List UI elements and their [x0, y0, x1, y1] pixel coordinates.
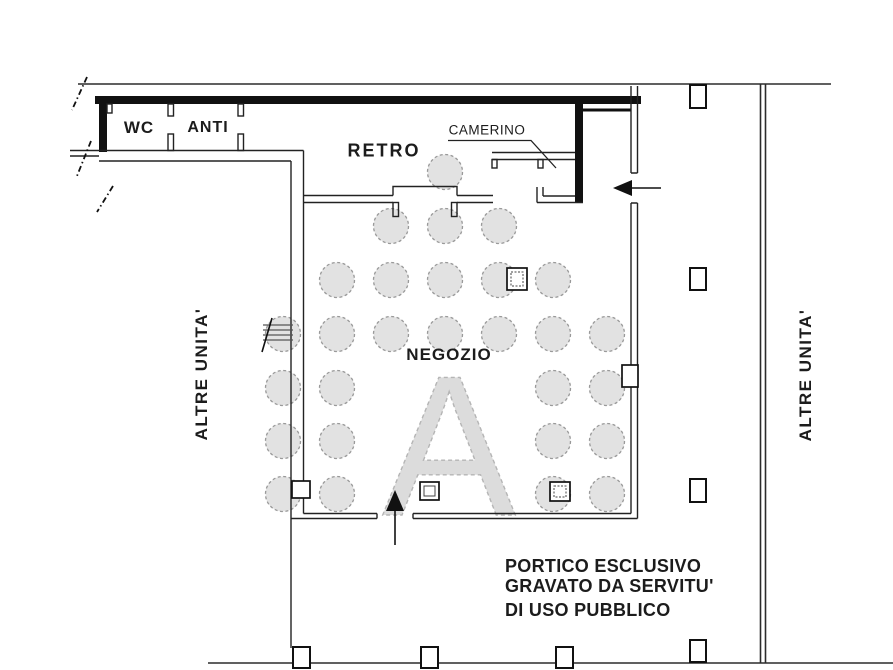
front-entrance-arrow — [386, 490, 404, 545]
side-label-altre-unita-right: ALTRE UNITA' — [796, 308, 815, 442]
table-circle — [372, 207, 410, 245]
cabinets-group — [291, 267, 639, 502]
pillar — [689, 639, 707, 663]
room-label-camerino: CAMERINO — [448, 122, 526, 138]
portico-note-line1: PORTICO ESCLUSIVO — [505, 556, 702, 576]
cabinet — [419, 481, 440, 501]
table-circle — [318, 422, 356, 460]
table-circle — [534, 369, 572, 407]
cabinet-inner-detail — [510, 271, 524, 287]
table-circle — [588, 369, 626, 407]
pillar — [689, 478, 707, 503]
table-circle — [264, 422, 302, 460]
table-circle — [534, 422, 572, 460]
table-circle — [318, 369, 356, 407]
table-circle — [534, 315, 572, 353]
thick-walls — [95, 96, 641, 203]
cabinet-inner-detail — [553, 485, 567, 498]
pillar — [420, 646, 439, 669]
portico-note-line2: GRAVATO DA SERVITU' — [505, 576, 714, 596]
cabinet-inner-detail — [423, 485, 436, 497]
room-label-wc: WC — [123, 118, 155, 137]
cabinet — [506, 267, 528, 291]
table-circle — [480, 315, 518, 353]
side-label-altre-unita-left: ALTRE UNITA' — [192, 307, 211, 441]
door-detail — [261, 317, 293, 353]
table-circle — [480, 207, 518, 245]
table-circle — [588, 422, 626, 460]
table-circle — [426, 207, 464, 245]
table-circle — [372, 261, 410, 299]
table-circle — [588, 475, 626, 513]
room-label-negozio: NEGOZIO — [406, 345, 492, 364]
table-circle — [534, 261, 572, 299]
table-circle — [372, 315, 410, 353]
pillar — [555, 646, 574, 669]
table-circle — [264, 369, 302, 407]
table-circle — [318, 315, 356, 353]
cabinet — [291, 480, 311, 499]
pillar — [689, 267, 707, 291]
room-label-anti: ANTI — [187, 119, 229, 136]
camerino-leader-line — [448, 139, 557, 169]
table-circle — [588, 315, 626, 353]
table-circle — [318, 261, 356, 299]
cabinet — [549, 481, 571, 502]
portico-note-line3: DI USO PUBBLICO — [505, 600, 671, 620]
side-entrance-arrow — [613, 180, 661, 196]
pillar — [689, 84, 707, 109]
unit-letter-A: A — [382, 335, 516, 558]
tables-group — [264, 153, 626, 513]
pillars-group — [292, 84, 707, 669]
table-circle — [426, 315, 464, 353]
pillar — [292, 646, 311, 669]
table-circle — [426, 261, 464, 299]
table-circle — [426, 153, 464, 191]
cabinet — [621, 364, 639, 388]
interior-walls — [70, 86, 639, 648]
break-marks — [71, 76, 114, 213]
table-circle — [318, 475, 356, 513]
room-label-retro: RETRO — [347, 140, 421, 161]
